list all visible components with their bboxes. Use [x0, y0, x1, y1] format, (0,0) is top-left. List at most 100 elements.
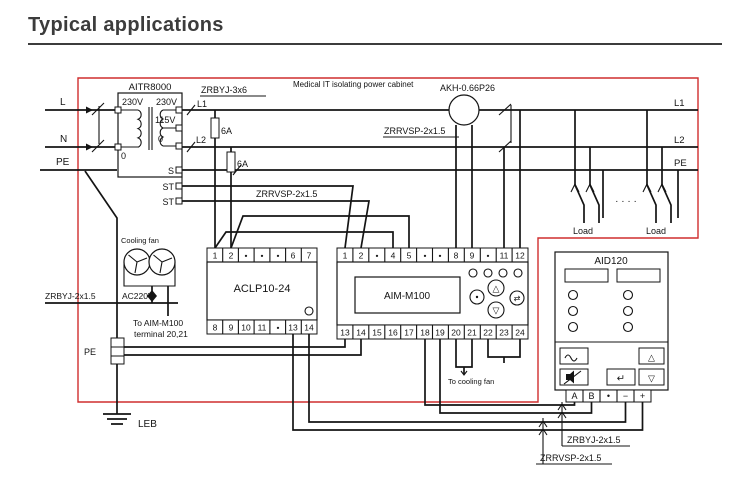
primary-voltage: 230V: [122, 97, 143, 107]
wire-aim13-pe: [124, 339, 346, 348]
secondary-terminal-115: [175, 124, 183, 132]
output-breaker-icon: [498, 103, 512, 153]
fan-note-line1: To AIM-M100: [133, 318, 183, 328]
primary-coil-icon: [136, 109, 142, 148]
aim-b22: 22: [483, 328, 493, 338]
label-st1: ST: [162, 182, 174, 192]
page-title: Typical applications: [28, 14, 224, 36]
aim-fn-dot-icon: [475, 295, 479, 299]
aid-down-button: [638, 368, 665, 386]
aclp-t1: 1: [213, 251, 218, 261]
fan-note-line2: terminal 20,21: [134, 329, 188, 339]
fan-junction-diamond-icon: [147, 290, 157, 302]
wire-load1-l1: [574, 110, 585, 223]
aclp-led-icon: [304, 306, 314, 316]
transformer-name: AITR8000: [129, 82, 172, 93]
aim-t11: 11: [500, 251, 509, 261]
aid-led5-icon: [622, 305, 634, 317]
feeder-l-label: L: [60, 97, 66, 108]
secondary-zero: 0: [158, 134, 163, 144]
aim-b24: 24: [515, 328, 525, 338]
st-cable-label: ZRRVSP-2x1.5: [256, 189, 317, 199]
aid-display-left: [564, 268, 609, 283]
aim-top-strip-dividers: [352, 248, 513, 262]
load-breaker-chevrons: [570, 182, 667, 193]
wiring-diagram: Medical IT isolating power cabinet L N P…: [40, 77, 699, 465]
fan-bracket-arrow-icon: [460, 370, 468, 376]
wire-st1: [182, 185, 354, 249]
aim-b23: 23: [499, 328, 509, 338]
primary-terminal-0: [114, 143, 122, 151]
aclp-b11: 11: [258, 323, 267, 333]
bus-tick-marks: [186, 104, 242, 176]
bottom-cable-rs485-label: ZRBYJ-2x1.5: [567, 435, 621, 445]
aid-enter-button: [606, 368, 636, 386]
title-underline: [28, 43, 722, 45]
aid-down-icon: ▽: [648, 374, 655, 384]
pe-terminal-block: [110, 337, 125, 365]
aclp-b10: 10: [241, 323, 251, 333]
core-icon: [148, 107, 153, 150]
aid-test-button: [559, 347, 589, 365]
terminal-st1: [175, 182, 183, 190]
aid-term-b: B: [588, 391, 594, 401]
bottom-cable-power-label: ZRRVSP-2x1.5: [540, 453, 601, 463]
aim-led4-icon: [513, 268, 523, 278]
aid-up-icon: △: [648, 353, 655, 363]
aim-set-icon: ⇄: [514, 294, 521, 303]
aim-bottom-strip-dividers: [352, 325, 513, 339]
aclp-b9: 9: [229, 323, 234, 333]
aclp-t3: •: [245, 251, 248, 261]
wire-aim-2224-bracket: [487, 339, 521, 363]
secondary-terminal-230: [175, 106, 183, 114]
aclp-t5: •: [277, 251, 280, 261]
aclp-b8: 8: [213, 323, 218, 333]
aid-led3-icon: [567, 321, 579, 333]
wire-ct-secondary: [455, 125, 473, 248]
aim-t5: 5: [407, 251, 412, 261]
aim-t3: •: [376, 251, 379, 261]
wire-jog-aim4: [214, 231, 394, 249]
aclp-bottom-strip: [206, 319, 318, 335]
wire-load2-l1: [646, 110, 657, 223]
primary-zero: 0: [121, 151, 126, 161]
aid-display-right: [616, 268, 661, 283]
aim-b13: 13: [340, 328, 350, 338]
bottom-cable-power-leader: [536, 418, 612, 465]
bus-pe-label: PE: [674, 158, 687, 169]
feeder-l-arrow-icon: [86, 106, 93, 114]
feeder-n-arrow-icon: [86, 143, 93, 151]
aim-b14: 14: [356, 328, 366, 338]
aid-terminal-labels: A B • − +: [571, 391, 645, 401]
aid-term-a: A: [571, 391, 577, 401]
fan-cable-label: ZRBYJ-2x1.5: [45, 291, 96, 301]
fan-voltage-label: AC220V: [122, 291, 154, 301]
aim-down-icon: ▽: [493, 306, 500, 316]
ct-label: AKH-0.66P26: [440, 83, 495, 93]
wire-pe-drop: [84, 170, 118, 414]
aclp-t6: 6: [291, 251, 296, 261]
aim-b21: 21: [467, 328, 477, 338]
aid-name: AID120: [594, 256, 628, 267]
aim-b19: 19: [435, 328, 445, 338]
bus-l2-label: L2: [674, 135, 685, 146]
fuse2-icon: [226, 151, 236, 173]
cabinet-boundary: [77, 77, 699, 403]
secondary-115: 115V: [155, 115, 175, 125]
wire-load2-l2: [661, 147, 672, 223]
aid-test-icon: [564, 354, 578, 362]
aid-led2-icon: [567, 305, 579, 317]
ground-label: LEB: [138, 419, 157, 430]
bottom-cable-rs485-leader: [557, 402, 630, 447]
aim-b16: 16: [388, 328, 398, 338]
bus-l1-label: L1: [674, 98, 685, 109]
secondary-230: 230V: [156, 97, 177, 107]
output-cable-label: ZRBYJ-3x6: [201, 85, 247, 95]
secondary-coil-icon: [159, 109, 165, 147]
aim-led3-icon: [498, 268, 508, 278]
aid-terminal-dividers: [582, 390, 635, 402]
feeder-n-label: N: [60, 134, 67, 145]
fan-title: Cooling fan: [121, 236, 159, 245]
secondary-terminal-0: [175, 142, 183, 150]
aid-term-dot: •: [607, 391, 610, 401]
